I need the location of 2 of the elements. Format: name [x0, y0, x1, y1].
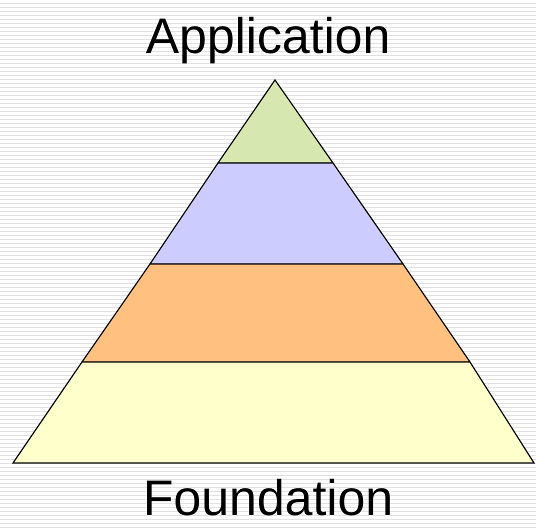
layer-label: Application	[146, 8, 390, 64]
layer-label: Foundation	[142, 470, 394, 526]
